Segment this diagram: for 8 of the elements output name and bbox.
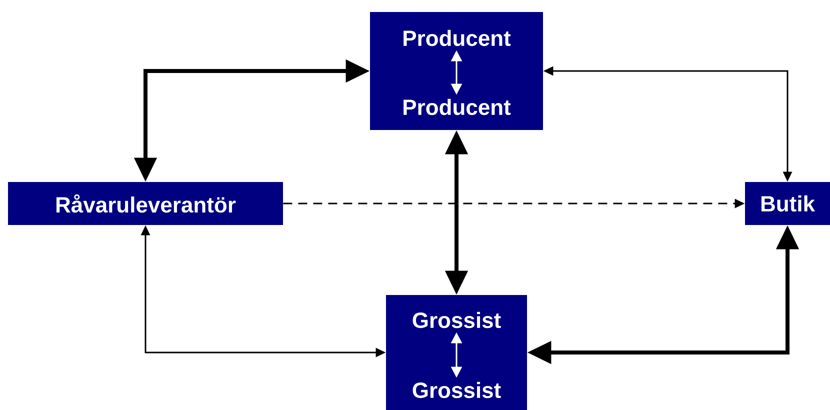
process-box: Råvaruleverantör: [8, 182, 283, 225]
process-box: [370, 12, 543, 130]
process-box: [386, 295, 527, 410]
box-label: Producent: [404, 30, 511, 46]
box-label: Grossist: [412, 382, 501, 398]
box-label: Producent: [404, 98, 511, 116]
box-label: Grossist: [412, 312, 501, 328]
process-box: Butik: [745, 182, 830, 225]
